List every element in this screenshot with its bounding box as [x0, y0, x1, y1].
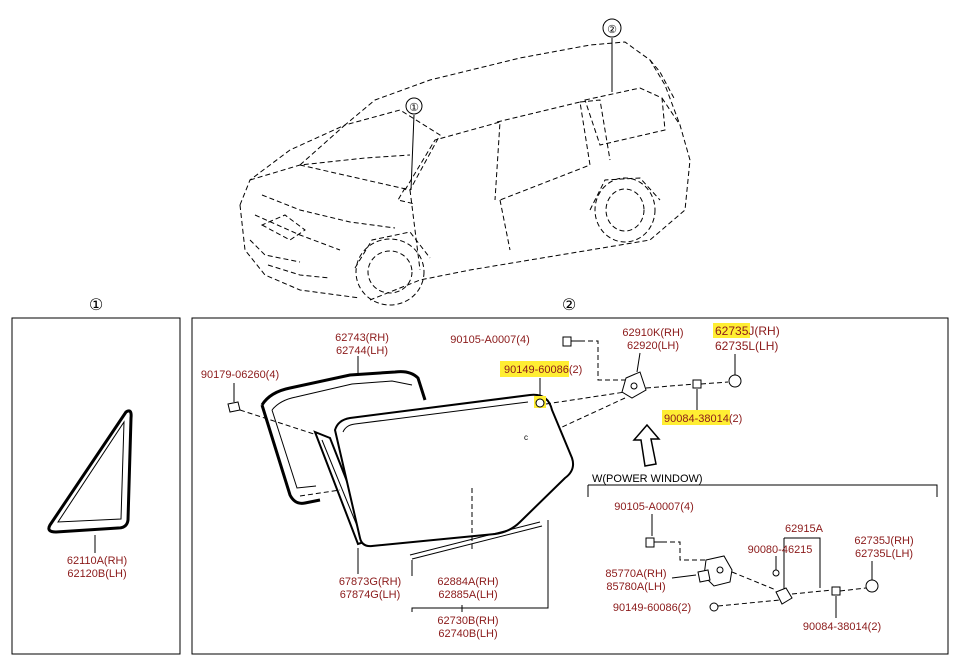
part-90080: 90080-46215	[748, 544, 813, 556]
bolt-90149-pw	[709, 602, 719, 612]
part-62735j-pw: 62735J(RH)	[854, 535, 913, 547]
part-90149-pw: 90149-60086(2)	[613, 602, 691, 614]
bolt-90105-pw	[645, 537, 662, 548]
highlight-90149	[500, 361, 569, 377]
sliding-glass-part	[333, 393, 575, 560]
part-62735l-pw: 62735L(LH)	[855, 548, 913, 560]
clip-90179	[227, 401, 241, 413]
part-62740: 62740B(LH)	[438, 628, 497, 640]
stopper-62735-pw	[865, 579, 879, 593]
callout-1: ①	[405, 97, 423, 115]
part-90105-pw: 90105-A0007(4)	[614, 501, 694, 513]
part-90179: 90179-06260(4)	[201, 369, 279, 381]
power-window-bracket	[587, 484, 938, 497]
bolt-90105-top	[562, 336, 580, 347]
latch-62915	[775, 587, 793, 605]
bolt-90149-top	[535, 398, 545, 408]
part-62915: 62915A	[785, 523, 824, 535]
part-90084-pw: 90084-38014(2)	[803, 621, 881, 633]
part-62110a: 62110A(RH)	[67, 555, 127, 567]
part-67873: 67873G(RH)	[339, 576, 401, 588]
panel-1-frame	[11, 317, 181, 655]
quarter-glass-part	[47, 409, 133, 553]
power-window-header: W(POWER WINDOW)	[592, 473, 703, 485]
part-62120b: 62120B(LH)	[67, 568, 126, 580]
part-85780: 85780A(LH)	[606, 581, 665, 593]
part-62735-rh: 62735J(RH)	[715, 324, 780, 338]
nut-90084-top	[692, 379, 702, 389]
part-90105-top: 90105-A0007(4)	[450, 334, 530, 346]
part-62885: 62885A(LH)	[438, 589, 497, 601]
panel-2-frame	[191, 317, 949, 655]
callout-2-label: ②	[607, 24, 617, 36]
part-62743: 62743(RH)	[335, 332, 389, 344]
part-62730: 62730B(RH)	[437, 615, 498, 627]
direction-arrow-icon	[632, 423, 661, 467]
part-62920: 62920(LH)	[627, 340, 679, 352]
panel-1-title: ①	[89, 295, 103, 314]
part-67874: 67874G(LH)	[340, 589, 401, 601]
callout-2: ②	[602, 18, 622, 38]
part-90149-top: 90149-60086(2)	[504, 364, 582, 376]
callout-1-label: ①	[409, 102, 419, 114]
part-62744: 62744(LH)	[336, 345, 388, 357]
part-90084-top: 90084-38014(2)	[664, 413, 742, 425]
stopper-62735	[728, 374, 742, 388]
motor-85770	[697, 555, 733, 587]
part-62884: 62884A(RH)	[437, 576, 498, 588]
screw-90080	[772, 569, 780, 577]
nut-90084-pw	[831, 586, 841, 596]
panel-2-title: ②	[562, 295, 576, 314]
part-62735-lh: 62735L(LH)	[715, 339, 778, 353]
part-85770: 85770A(RH)	[605, 568, 666, 580]
glass-mark: c	[524, 433, 528, 442]
weatherstrip-part	[260, 356, 427, 505]
part-62910: 62910K(RH)	[622, 327, 683, 339]
vehicle-illustration	[239, 38, 691, 306]
highlight-90084	[662, 410, 730, 425]
highlight-62735	[713, 323, 750, 338]
latch-62910	[621, 371, 647, 399]
